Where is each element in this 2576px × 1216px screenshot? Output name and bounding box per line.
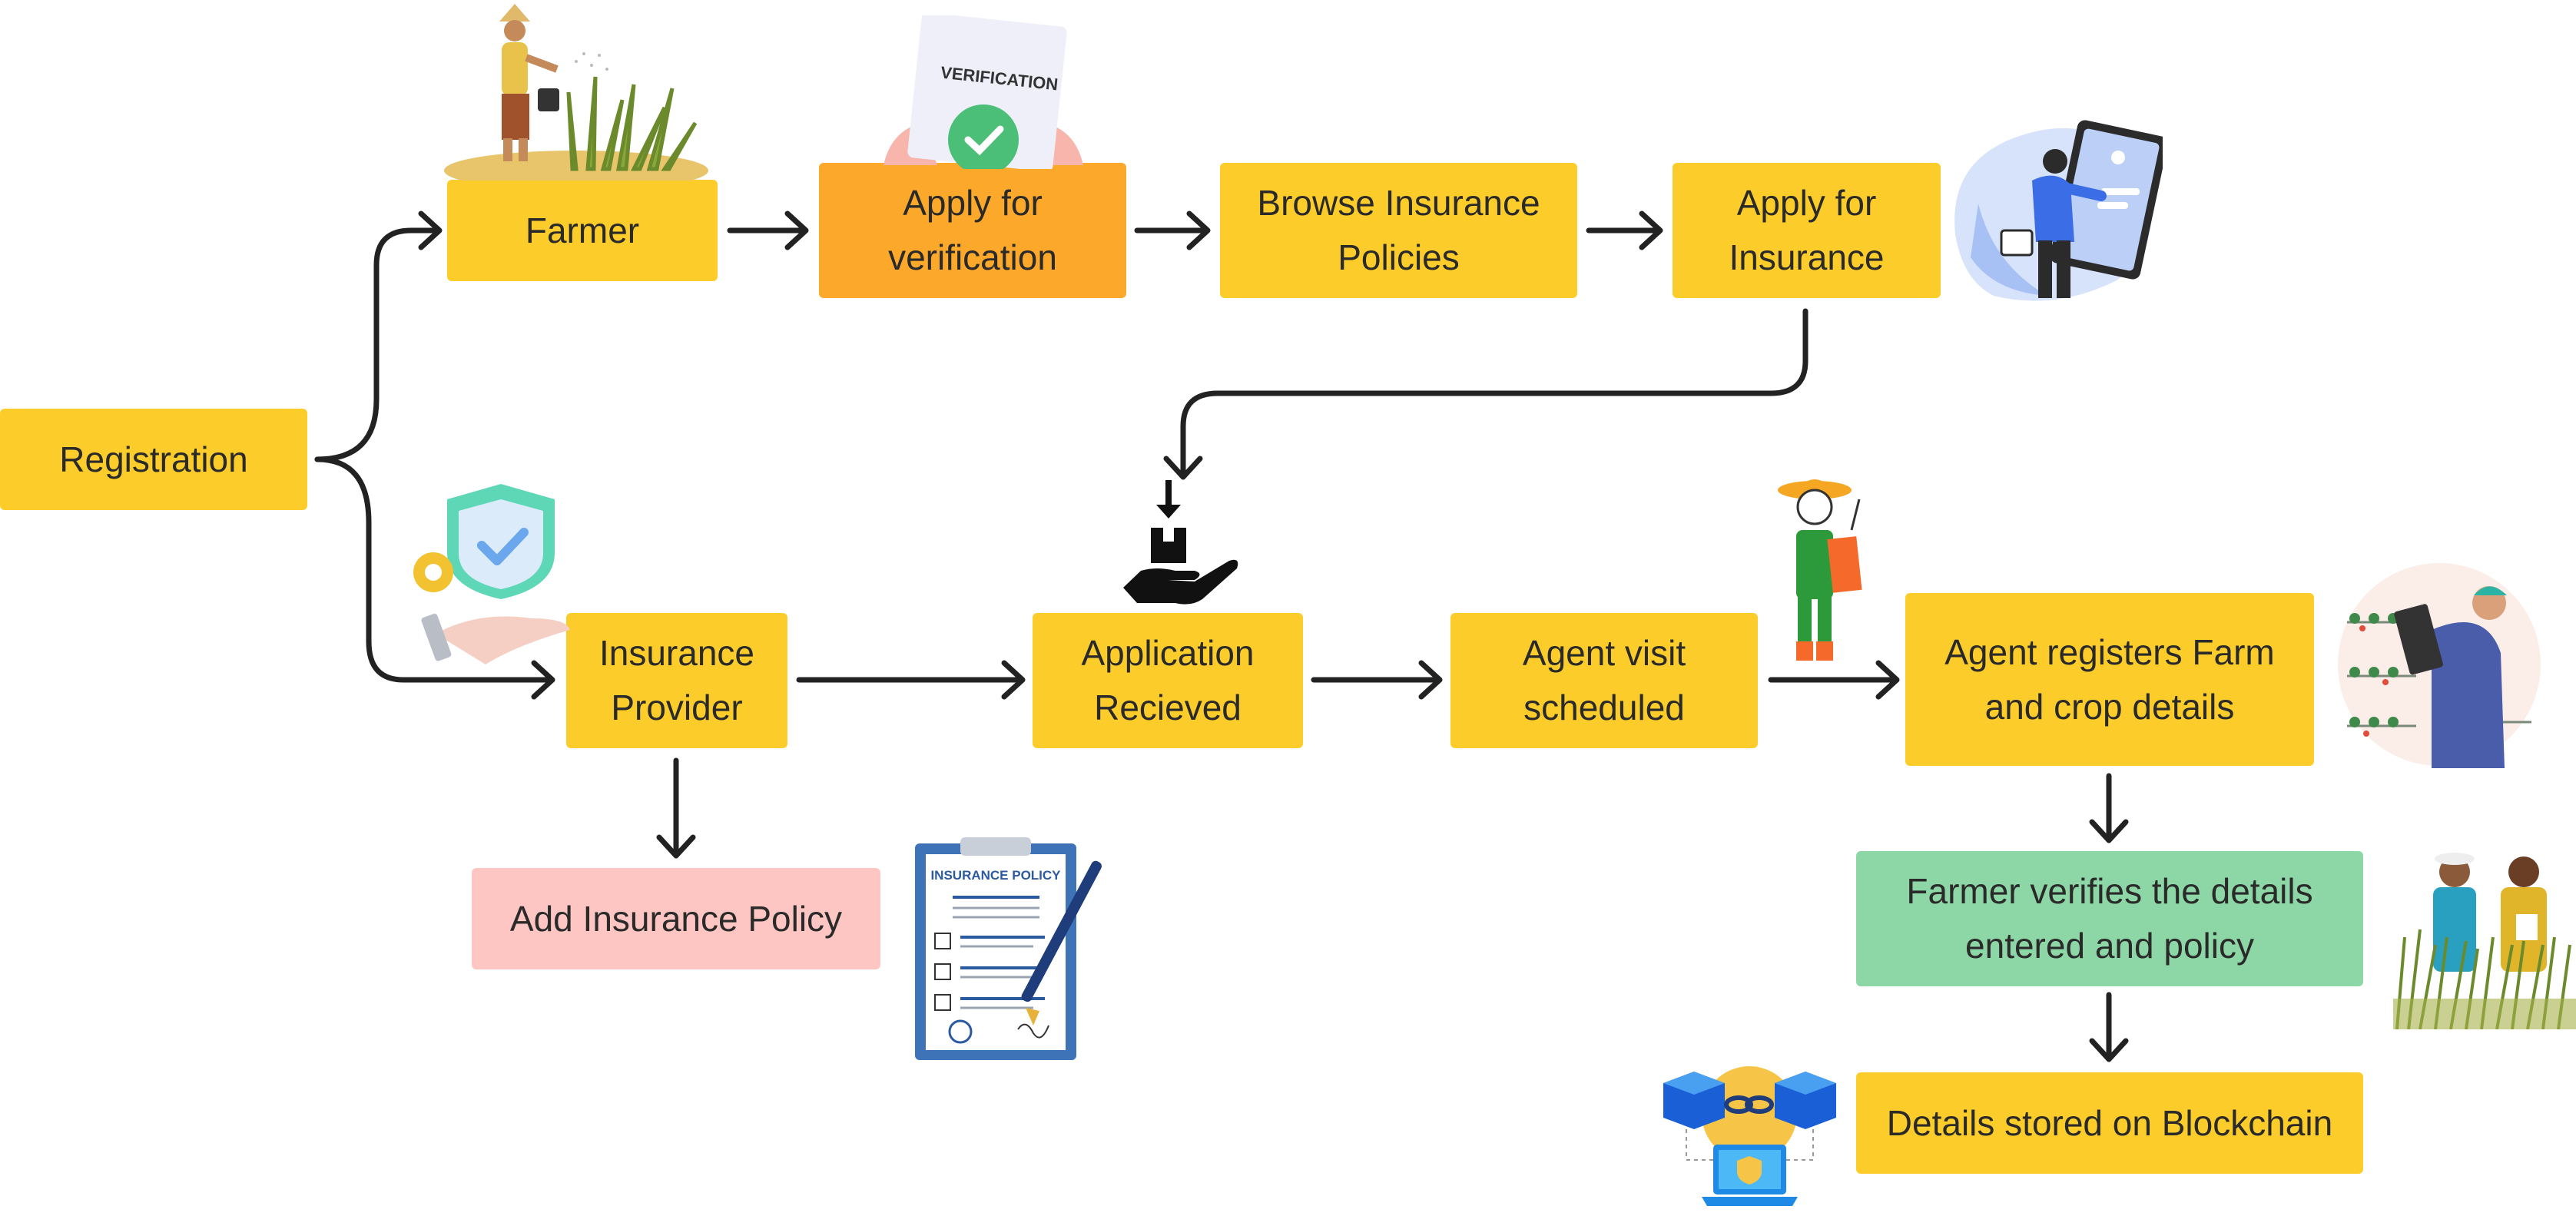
- hand-box-icon: [1123, 480, 1238, 605]
- shield-hand-illustration: [413, 484, 570, 664]
- insurance-policy-clipboard-illustration: INSURANCE POLICY: [915, 837, 1102, 1060]
- node-apply-verification: Apply for verification: [819, 163, 1126, 298]
- node-insurance-provider: Insurance Provider: [566, 613, 787, 748]
- arrow-head-farmer: [418, 210, 443, 250]
- farmer-clipboard-illustration: [1778, 479, 1862, 661]
- node-add-policy: Add Insurance Policy: [472, 868, 880, 969]
- policy-clipboard-title: INSURANCE POLICY: [930, 868, 1061, 883]
- node-browse-policies: Browse Insurance Policies: [1220, 163, 1577, 298]
- node-agent-visit: Agent visit scheduled: [1450, 613, 1758, 748]
- node-farmer-verifies: Farmer verifies the details entered and …: [1856, 851, 2363, 986]
- blockchain-illustration: [1663, 1066, 1836, 1206]
- farmer-sowing-illustration: [444, 4, 708, 181]
- node-application-received: Application Recieved: [1033, 613, 1303, 748]
- node-blockchain: Details stored on Blockchain: [1856, 1072, 2363, 1174]
- arrow-registration-farmer: [314, 227, 439, 462]
- two-farmers-illustration: [2393, 845, 2576, 1029]
- node-registration: Registration: [0, 409, 307, 510]
- node-apply-insurance: Apply for Insurance: [1673, 163, 1941, 298]
- node-farmer: Farmer: [447, 180, 718, 281]
- arrow-registration-provider: [314, 456, 552, 683]
- node-agent-registers: Agent registers Farm and crop details: [1905, 593, 2314, 766]
- arrow-head-provider: [531, 660, 555, 700]
- arrow-apply-received: [1180, 308, 1809, 475]
- verification-card-illustration: VERIFICATION: [884, 15, 1083, 169]
- person-tablet-illustration: [1954, 120, 2163, 301]
- agent-greenhouse-illustration: [2338, 563, 2541, 768]
